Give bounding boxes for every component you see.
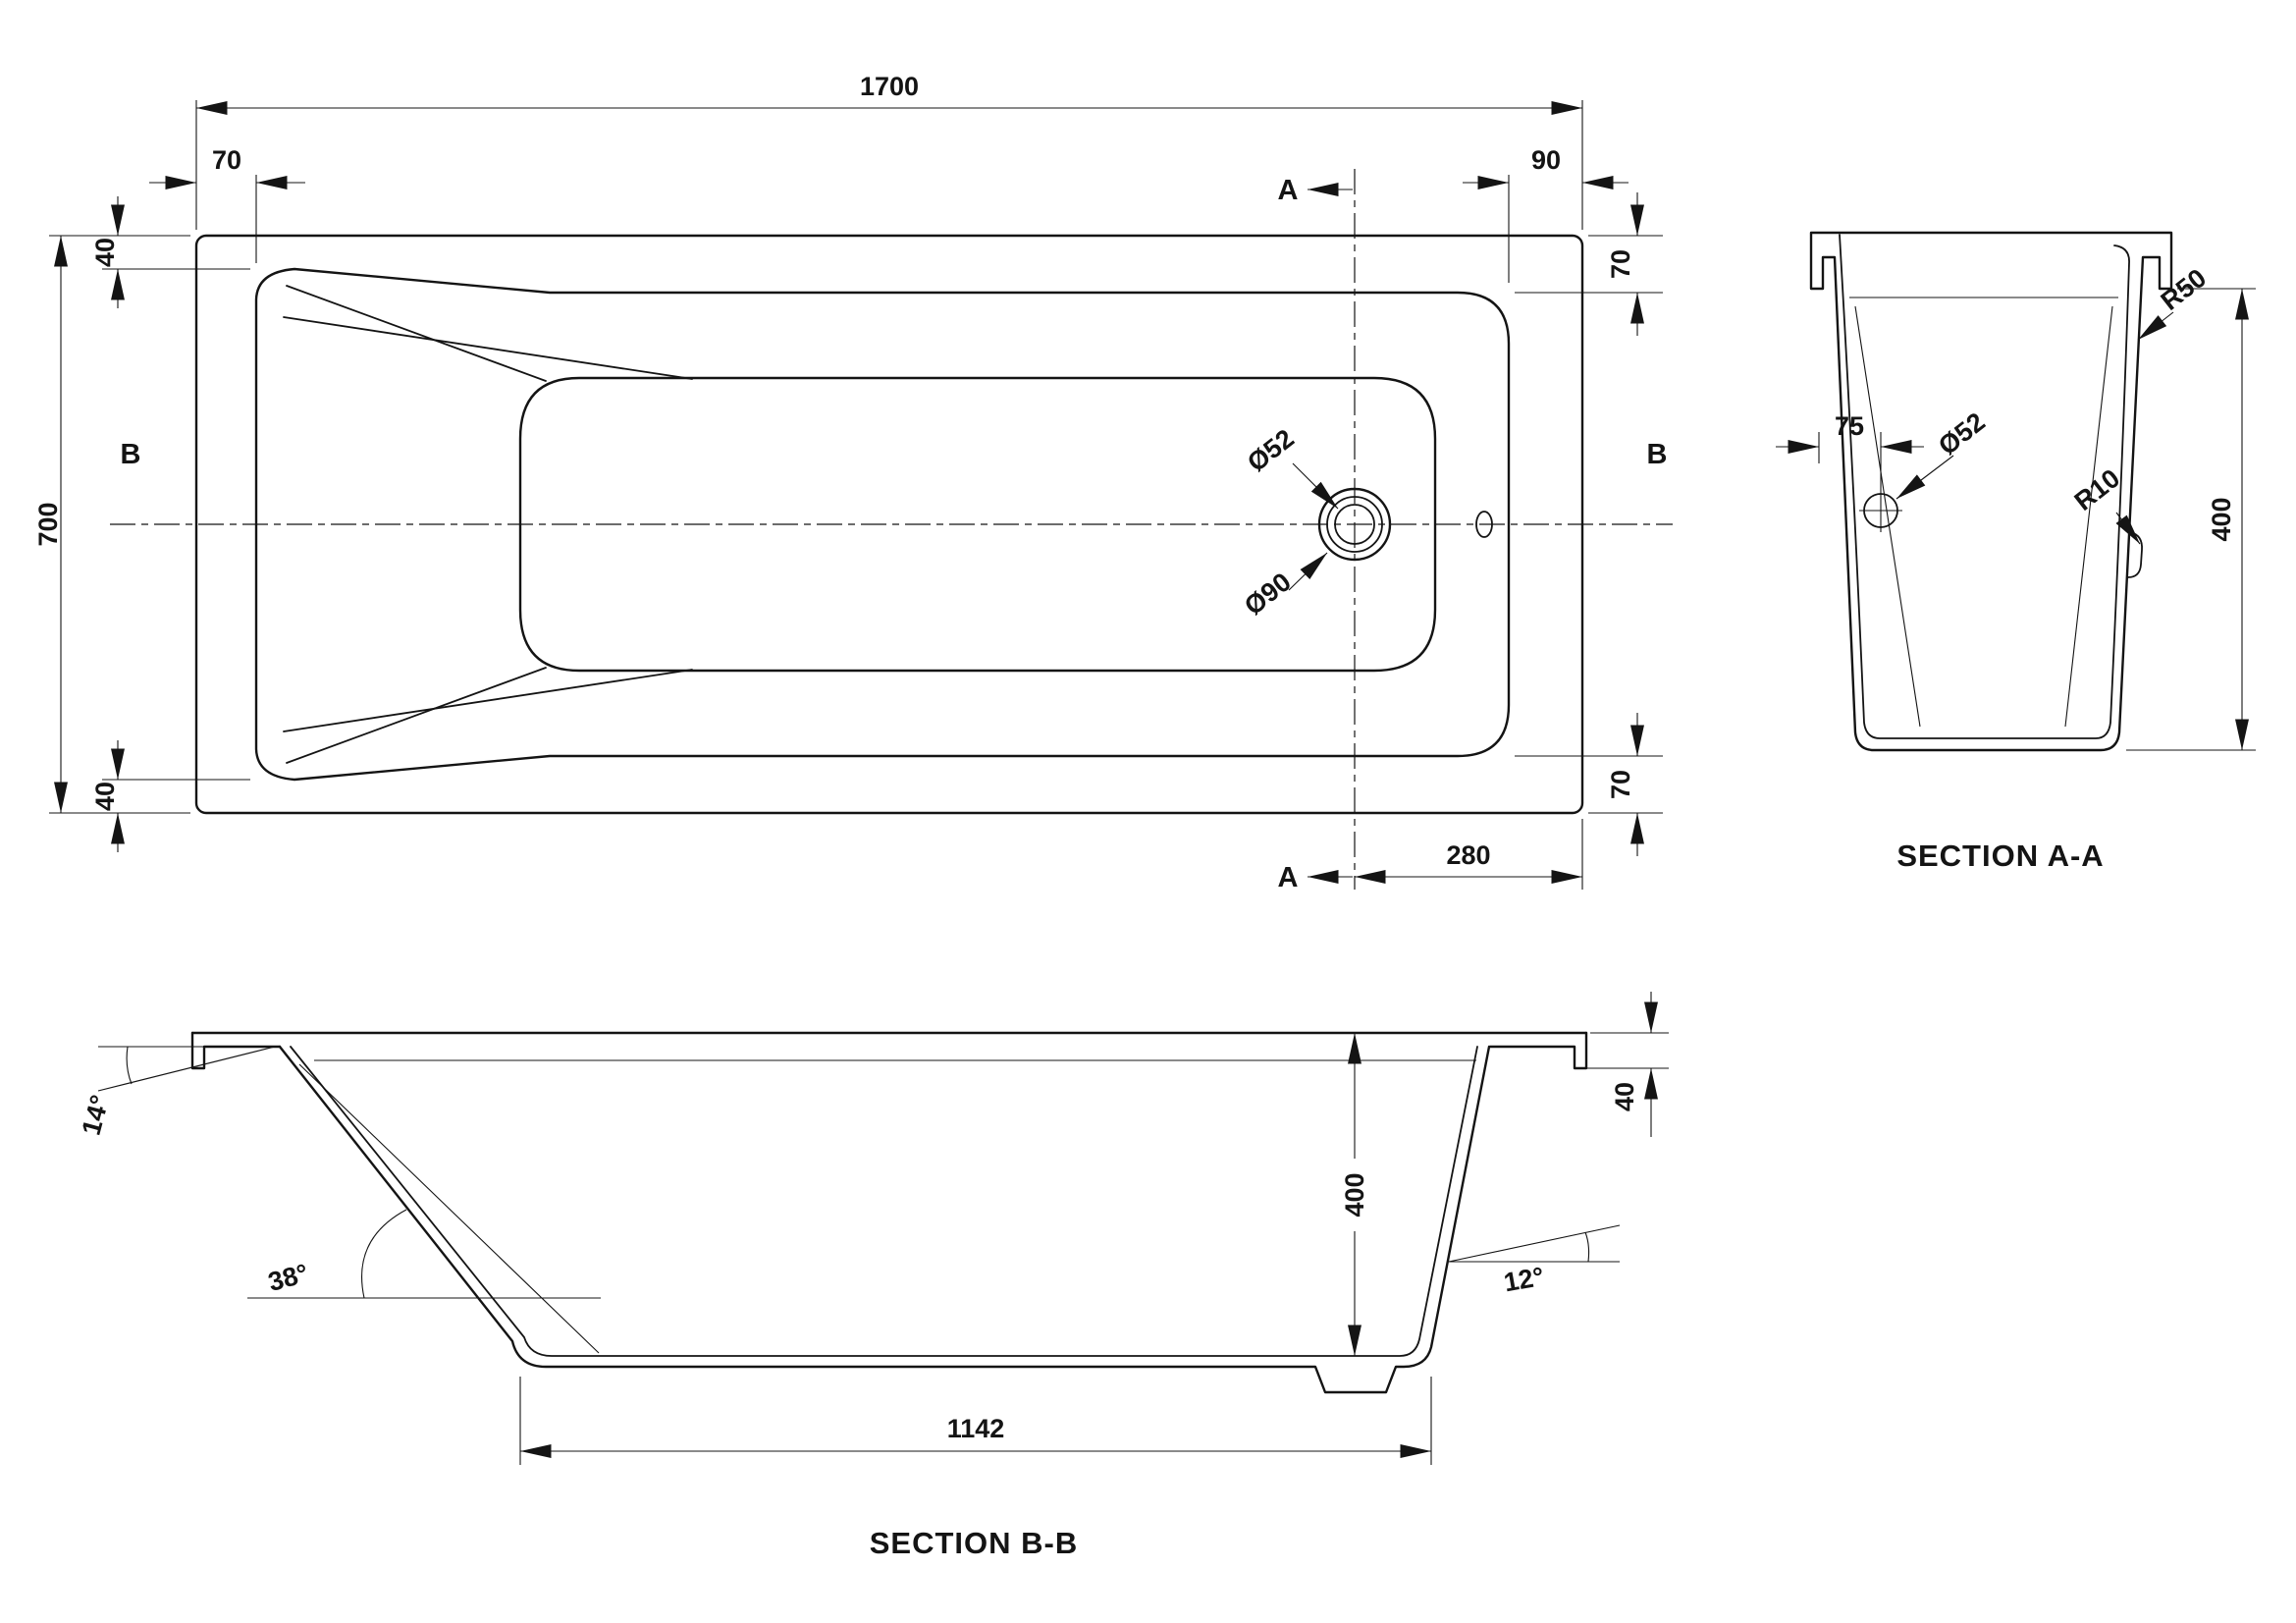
section-aa-dimension-lines [1776,288,2256,751]
section-bb-bowl-inner [290,1046,1478,1357]
angle-label-38: 38° [265,1259,311,1298]
dim-label-1700: 1700 [860,72,919,101]
backrest-slope-edge-bottom [286,667,547,764]
section-b-label-left: B [121,439,141,470]
label-overflow-dia: Ø52 [1933,406,1991,460]
dim-label-400-aa: 400 [2207,497,2236,541]
section-aa-outer-profile [1809,231,2173,752]
plan-view: 1700 70 90 A A 280 700 40 40 70 70 B B Ø… [33,72,1673,893]
angle-label-12: 12° [1502,1262,1546,1298]
backrest-curve-top [283,316,693,380]
section-bb-far-slope-edge [298,1063,600,1354]
plan-centerlines [110,169,1673,890]
plan-labels: 1700 70 90 A A 280 700 40 40 70 70 B B Ø… [33,72,1667,893]
dim-label-40-bb: 40 [1610,1082,1639,1111]
leader-drain-inner [1292,462,1339,510]
leader-drain-outer [1288,552,1328,591]
section-bb-view: 14° 38° 12° 400 40 1142 SECTION B-B [77,992,1669,1560]
section-bb-labels: 14° 38° 12° 400 40 1142 SECTION B-B [77,1082,1639,1560]
section-bb-construction [97,1046,1621,1299]
dim-label-70-bottom-right: 70 [1606,770,1635,799]
section-bb-rim-right-lip [1488,1031,1588,1070]
section-b-label-right: B [1647,439,1668,470]
dim-label-280: 280 [1446,840,1490,870]
angle-label-14: 14° [77,1092,116,1138]
dim-label-70-top-right: 70 [1606,249,1635,279]
plan-outlines [194,234,1584,815]
section-aa-outlines [1809,231,2173,752]
dim-label-700: 700 [33,502,63,546]
backrest-curve-bottom [283,669,693,732]
label-drain-outer-dia: Ø90 [1239,567,1297,621]
plan-dimension-lines [49,100,1663,890]
section-aa-inner-bowl [1839,234,2130,739]
section-bb-title: SECTION B-B [870,1526,1079,1560]
section-aa-title: SECTION A-A [1896,839,2104,873]
angle14-slope-line [97,1046,276,1092]
angle38-arc [361,1209,407,1299]
section-aa-far-wall-right [2064,305,2113,728]
dim-label-1142: 1142 [947,1414,1005,1443]
section-a-label-top: A [1278,175,1299,206]
dim-label-400-bb: 400 [1340,1172,1369,1217]
dim-label-75: 75 [1835,411,1864,441]
dim-label-40-top: 40 [90,238,120,267]
section-bb-bowl-outer [278,1045,1491,1394]
section-aa-far-wall-left [1854,305,1921,728]
label-drain-inner-dia: Ø52 [1242,423,1300,477]
backrest-slope-edge-top [286,285,547,382]
label-r10: R10 [2069,463,2126,516]
tub-inner-rim [254,267,1511,782]
leader-r10 [2115,512,2141,545]
dim-label-90-right: 90 [1531,145,1561,175]
section-bb-dimension-lines [519,992,1669,1465]
tub-floor [518,376,1437,673]
section-a-label-bottom: A [1278,862,1299,893]
angle14-arc [126,1046,133,1085]
angle12-arc [1584,1231,1590,1263]
section-bb-rim-left-lip [190,1031,282,1070]
label-r50: R50 [2156,263,2213,316]
dim-label-40-bottom: 40 [90,782,120,811]
section-aa-labels: 75 Ø52 R50 R10 400 SECTION A-A [1835,263,2236,873]
leader-r50 [2137,311,2174,341]
angle12-slope-line [1448,1224,1621,1263]
section-aa-wall-lug [2127,531,2143,578]
leader-overflow-dia [1896,455,1954,500]
section-aa-view: 75 Ø52 R50 R10 400 SECTION A-A [1776,231,2256,873]
dim-label-70-left: 70 [212,145,241,175]
